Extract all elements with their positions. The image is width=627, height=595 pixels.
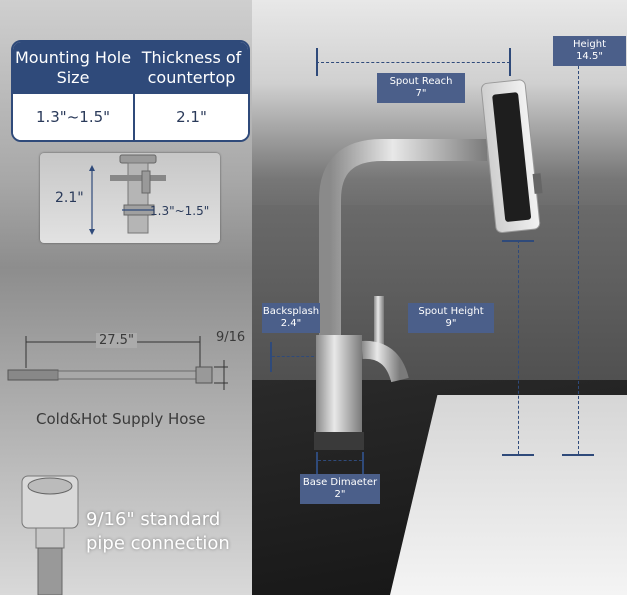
height-label: Height 14.5" xyxy=(553,36,626,66)
pipe-connection-line1: 9/16" standard xyxy=(86,509,221,530)
spout-reach-line xyxy=(316,62,510,63)
height-line xyxy=(578,66,579,454)
base-tick-right xyxy=(362,452,364,474)
hose-caption: Cold&Hot Supply Hose xyxy=(36,410,206,428)
backsplash-tick-left xyxy=(270,342,272,372)
spout-reach-tick-left xyxy=(316,48,318,76)
hose-thread-label: 9/16 xyxy=(216,330,246,345)
pipe-connection-line2: pipe connection xyxy=(86,533,230,554)
hole-dim-label: 1.3"~1.5" xyxy=(150,204,210,218)
height-title: Height xyxy=(572,39,607,50)
thickness-dim-label: 2.1" xyxy=(55,190,84,206)
base-diameter-label: Base Dimaeter 2" xyxy=(300,474,380,504)
mounting-hole-detail xyxy=(40,153,220,243)
table-divider xyxy=(133,42,135,140)
base-tick-left xyxy=(316,452,318,474)
backsplash-value: 2.4" xyxy=(280,318,302,329)
spout-reach-label: Spout Reach 7" xyxy=(377,73,465,103)
spout-reach-title: Spout Reach xyxy=(389,76,453,87)
supply-hose-illustration xyxy=(7,336,228,390)
height-tick-bottom xyxy=(562,454,594,456)
thickness-value: 2.1" xyxy=(135,94,248,140)
pipe-connector-illustration xyxy=(21,475,79,595)
mounting-hole-header: Mounting Hole Size xyxy=(13,42,133,94)
spout-reach-value: 7" xyxy=(415,88,427,99)
spout-height-tick-bottom xyxy=(502,454,534,456)
hose-length-label: 27.5" xyxy=(96,333,137,348)
spec-table: Mounting Hole Size Thickness of countert… xyxy=(11,40,250,142)
base-line xyxy=(318,460,362,461)
backsplash-title: Backsplash xyxy=(262,306,320,317)
spout-height-title: Spout Height xyxy=(418,306,484,317)
backsplash-label: Backsplash 2.4" xyxy=(262,303,320,333)
thickness-header: Thickness of countertop xyxy=(135,42,248,94)
sink-basin xyxy=(390,395,627,595)
faucet-illustration xyxy=(314,79,543,450)
spout-height-label: Spout Height 9" xyxy=(408,303,494,333)
height-value: 14.5" xyxy=(576,51,603,62)
mounting-hole-value: 1.3"~1.5" xyxy=(13,94,133,140)
pipe-connection-text: 9/16" standard pipe connection xyxy=(86,508,230,556)
spout-reach-tick-right xyxy=(509,48,511,76)
base-diameter-title: Base Dimaeter xyxy=(302,477,378,488)
base-diameter-value: 2" xyxy=(334,489,346,500)
spout-height-tick-top xyxy=(502,240,534,242)
backsplash-line xyxy=(272,356,314,357)
spout-height-line xyxy=(518,240,519,454)
spout-height-value: 9" xyxy=(445,318,457,329)
mounting-bolt-illustration xyxy=(89,154,166,235)
